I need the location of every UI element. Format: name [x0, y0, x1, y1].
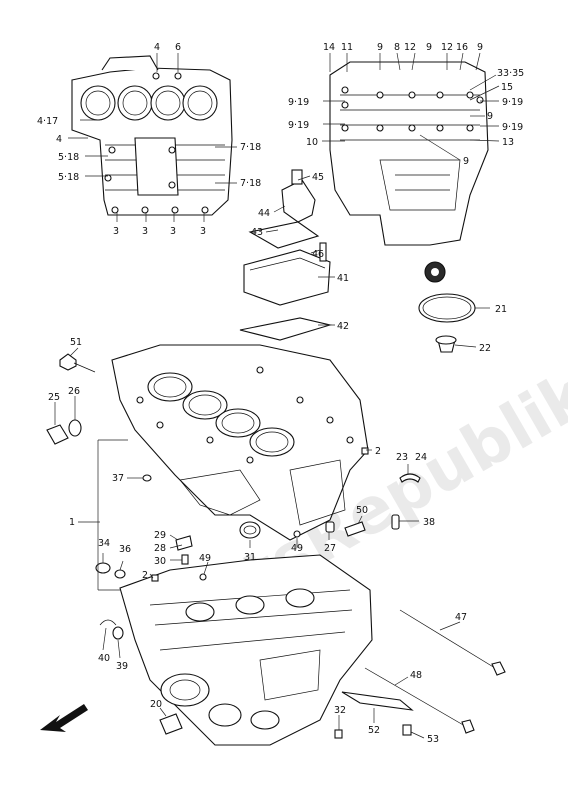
label-32: 32 — [334, 705, 346, 716]
lower-crankcase — [119, 554, 373, 746]
label-5-18a: 5·18 — [58, 152, 79, 163]
label-3d: 3 — [200, 226, 206, 237]
label-12b: 12 — [404, 42, 416, 53]
label-29: 29 — [154, 530, 166, 541]
label-30: 30 — [154, 556, 166, 567]
label-25: 25 — [48, 392, 60, 403]
label-7-18a: 7·18 — [240, 142, 261, 153]
label-23: 23 — [396, 452, 408, 463]
label-46: 46 — [312, 249, 324, 260]
label-33-35: 33·35 — [497, 68, 524, 79]
label-39: 39 — [116, 661, 128, 672]
label-21: 21 — [495, 304, 507, 315]
label-9c: 9 — [477, 42, 483, 53]
label-43: 43 — [251, 227, 263, 238]
label-27: 27 — [324, 543, 336, 554]
cylinder-block — [71, 55, 233, 216]
breather-assembly — [239, 169, 333, 341]
label-44: 44 — [258, 208, 270, 219]
label-28: 28 — [154, 543, 166, 554]
label-9-19c: 9·19 — [288, 120, 309, 131]
label-14: 14 — [323, 42, 335, 53]
label-24: 24 — [415, 452, 427, 463]
label-2a: 2 — [375, 446, 381, 457]
label-48: 48 — [410, 670, 422, 681]
label-50: 50 — [356, 505, 368, 516]
label-52: 52 — [368, 725, 380, 736]
label-22: 22 — [479, 343, 491, 354]
label-3a: 3 — [113, 226, 119, 237]
label-49b: 49 — [291, 543, 303, 554]
label-9d: 9 — [487, 111, 493, 122]
label-49a: 49 — [199, 553, 211, 564]
label-9-19b: 9·19 — [502, 97, 523, 108]
label-9a: 9 — [377, 42, 383, 53]
label-3b: 3 — [142, 226, 148, 237]
part-labels: 4 6 4·17 4 5·18 5·18 7·18 7·18 3 3 3 3 1… — [37, 42, 524, 745]
label-7-18b: 7·18 — [240, 178, 261, 189]
label-20: 20 — [150, 699, 162, 710]
plug-22 — [435, 335, 457, 353]
label-45: 45 — [312, 172, 324, 183]
label-11: 11 — [341, 42, 353, 53]
front-direction-arrow-icon — [40, 704, 88, 732]
label-9b: 9 — [426, 42, 432, 53]
label-8: 8 — [394, 42, 400, 53]
label-9-19a: 9·19 — [288, 97, 309, 108]
label-2b: 2 — [142, 570, 148, 581]
leader-lines — [54, 52, 500, 739]
upper-crankcase — [111, 344, 369, 541]
label-4b: 4 — [56, 134, 62, 145]
small-parts — [40, 353, 506, 739]
label-26: 26 — [68, 386, 80, 397]
label-38: 38 — [423, 517, 435, 528]
label-9e: 9 — [463, 156, 469, 167]
label-4-17: 4·17 — [37, 116, 58, 127]
label-6: 6 — [175, 42, 181, 53]
label-40: 40 — [98, 653, 110, 664]
label-34: 34 — [98, 538, 110, 549]
label-51: 51 — [70, 337, 82, 348]
label-15: 15 — [501, 82, 513, 93]
label-12a: 12 — [441, 42, 453, 53]
label-10: 10 — [306, 137, 318, 148]
label-37: 37 — [112, 473, 124, 484]
label-53: 53 — [427, 734, 439, 745]
label-42: 42 — [337, 321, 349, 332]
cylinder-head — [329, 61, 489, 246]
gear-icon — [424, 261, 446, 283]
label-13: 13 — [502, 137, 514, 148]
o-ring — [418, 293, 476, 323]
label-1: 1 — [69, 517, 75, 528]
label-5-18b: 5·18 — [58, 172, 79, 183]
label-3c: 3 — [170, 226, 176, 237]
label-16: 16 — [456, 42, 468, 53]
label-31: 31 — [244, 552, 256, 563]
label-9-19d: 9·19 — [502, 122, 523, 133]
label-36: 36 — [119, 544, 131, 555]
label-4a: 4 — [154, 42, 160, 53]
label-47: 47 — [455, 612, 467, 623]
label-41: 41 — [337, 273, 349, 284]
